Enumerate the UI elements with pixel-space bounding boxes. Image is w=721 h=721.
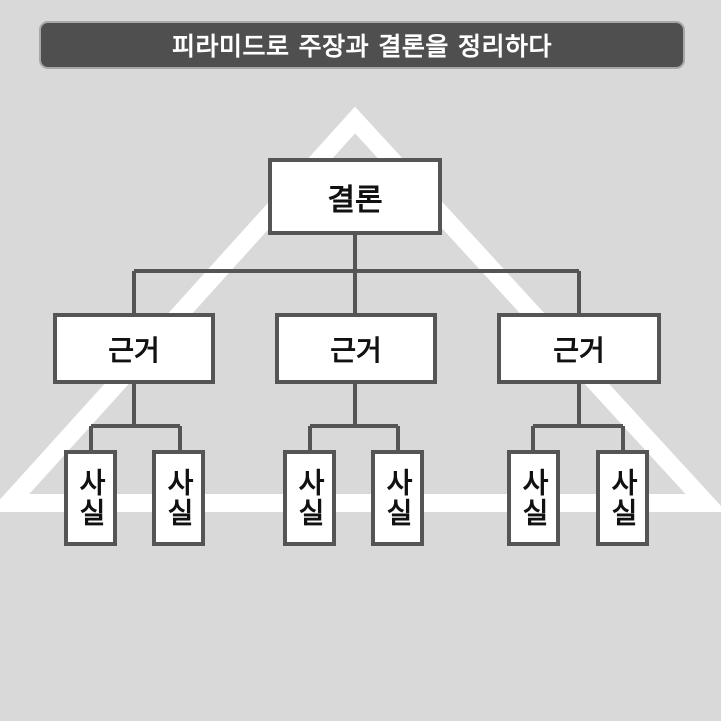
- page-title: 피라미드로 주장과 결론을 정리하다: [171, 32, 553, 61]
- fact-label: 사실: [293, 468, 327, 528]
- fact-label: 사실: [381, 468, 415, 528]
- reason-box: 근거: [275, 313, 437, 384]
- reason-label: 근거: [553, 333, 605, 367]
- fact-label: 사실: [517, 468, 551, 528]
- fact-label: 사실: [74, 468, 108, 528]
- reason-label: 근거: [108, 333, 160, 367]
- fact-label: 사실: [606, 468, 640, 528]
- reason-box: 근거: [497, 313, 661, 384]
- fact-label: 사실: [162, 468, 196, 528]
- pyramid-triangle: [0, 106, 721, 512]
- connector-reason-2-to-facts: [308, 383, 400, 451]
- connector-reason-1-to-facts: [89, 383, 182, 451]
- fact-box: 사실: [283, 450, 336, 546]
- fact-box: 사실: [507, 450, 560, 546]
- conclusion-box: 결론: [268, 158, 442, 235]
- reason-box: 근거: [53, 313, 215, 384]
- fact-box: 사실: [64, 450, 117, 546]
- fact-box: 사실: [371, 450, 424, 546]
- connector-reason-3-to-facts: [531, 383, 625, 451]
- title-bar: 피라미드로 주장과 결론을 정리하다: [39, 21, 685, 69]
- fact-box: 사실: [152, 450, 205, 546]
- connector-conclusion-to-reasons: [132, 234, 581, 314]
- fact-box: 사실: [596, 450, 649, 546]
- conclusion-label: 결론: [327, 182, 383, 218]
- reason-label: 근거: [330, 333, 382, 367]
